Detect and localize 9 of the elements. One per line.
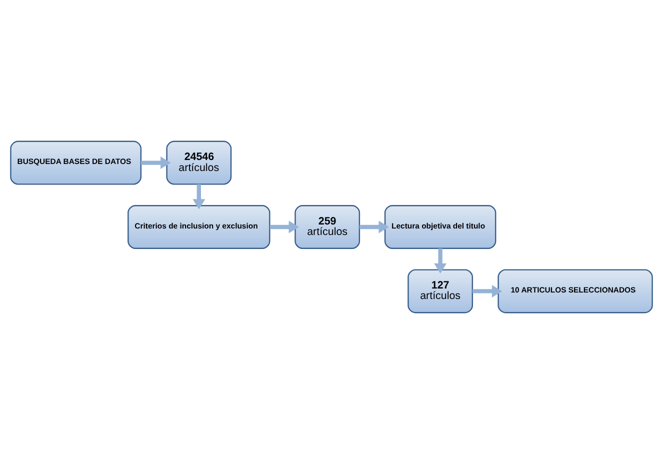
arrow [270, 220, 300, 234]
arrow [472, 284, 502, 298]
node-box: 24546 artículos [166, 140, 232, 185]
arrow [192, 184, 206, 210]
node-box: 259 artículos [294, 205, 360, 249]
arrow [140, 156, 171, 170]
arrow [360, 220, 389, 234]
arrow [434, 248, 447, 274]
node-box: 127 artículos [408, 269, 474, 314]
